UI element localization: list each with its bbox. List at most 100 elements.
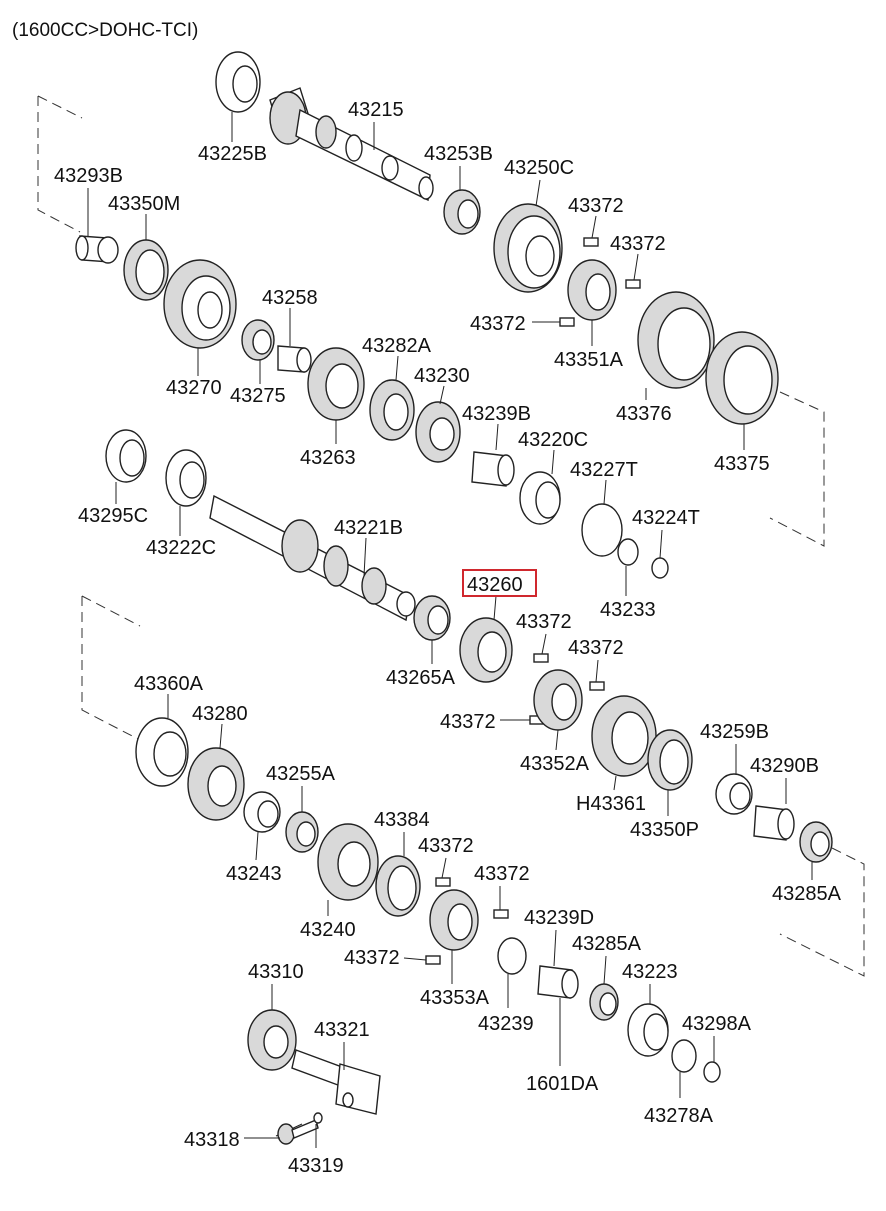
label-43372-h[interactable]: 43372 (474, 863, 530, 885)
snap-ring-43227T (581, 503, 623, 557)
label-43372-c[interactable]: 43372 (470, 313, 526, 335)
label-43384[interactable]: 43384 (374, 809, 430, 831)
gear-43250C (493, 203, 563, 293)
label-43352A[interactable]: 43352A (520, 753, 590, 775)
highlight-box-43260 (462, 569, 537, 597)
label-43278A[interactable]: 43278A (644, 1105, 714, 1127)
needle-bearing-43285A-a (799, 821, 833, 863)
label-43260[interactable]: 43260 (467, 574, 523, 596)
label-43224T[interactable]: 43224T (632, 507, 700, 529)
label-43372-i[interactable]: 43372 (344, 947, 400, 969)
label-43215[interactable]: 43215 (348, 99, 404, 121)
label-43290B[interactable]: 43290B (750, 755, 819, 777)
label-43259B[interactable]: 43259B (700, 721, 769, 743)
synchro-sleeve-H43361 (591, 695, 657, 777)
label-43372-b[interactable]: 43372 (610, 233, 666, 255)
label-43353A[interactable]: 43353A (420, 987, 490, 1009)
label-43295C[interactable]: 43295C (78, 505, 148, 527)
label-H43361[interactable]: H43361 (576, 793, 646, 815)
label-43239[interactable]: 43239 (478, 1013, 534, 1035)
synchro-hub-43351A (567, 259, 617, 321)
label-43350M[interactable]: 43350M (108, 193, 180, 215)
label-43282A[interactable]: 43282A (362, 335, 432, 357)
bearing-43295C (105, 429, 147, 483)
sleeve-43258 (277, 345, 312, 373)
label-43376[interactable]: 43376 (616, 403, 672, 425)
label-43285A-a[interactable]: 43285A (772, 883, 842, 905)
part-labels: 43225B 43215 43253B 43250C 43293B 43350M… (54, 99, 842, 1177)
label-43372-d[interactable]: 43372 (516, 611, 572, 633)
label-1601DA[interactable]: 1601DA (526, 1073, 599, 1095)
label-43350P[interactable]: 43350P (630, 819, 699, 841)
bearing-43223 (627, 1003, 669, 1057)
gear-43240 (317, 823, 379, 901)
label-43225B[interactable]: 43225B (198, 143, 267, 165)
input-shaft-43215 (269, 87, 434, 202)
gear-43280 (187, 747, 245, 821)
part-drawings (75, 51, 833, 1145)
label-43255A[interactable]: 43255A (266, 763, 336, 785)
sleeve-43239D (537, 965, 579, 999)
gear-43230 (415, 401, 461, 463)
label-43253B[interactable]: 43253B (424, 143, 493, 165)
bearing-43220C (519, 471, 561, 525)
label-43240[interactable]: 43240 (300, 919, 356, 941)
label-43263[interactable]: 43263 (300, 447, 356, 469)
sleeve-43259B (715, 773, 753, 815)
label-43280[interactable]: 43280 (192, 703, 248, 725)
label-43285A-b[interactable]: 43285A (572, 933, 642, 955)
bolt-43318 (275, 1119, 319, 1145)
label-43372-e[interactable]: 43372 (568, 637, 624, 659)
label-43233[interactable]: 43233 (600, 599, 656, 621)
dashed-guides (37, 95, 865, 977)
label-43239D[interactable]: 43239D (524, 907, 594, 929)
label-43372-g[interactable]: 43372 (418, 835, 474, 857)
gear-43375 (705, 331, 779, 425)
shaft-43321 (291, 1049, 381, 1115)
label-43293B[interactable]: 43293B (54, 165, 123, 187)
label-43319[interactable]: 43319 (288, 1155, 344, 1177)
synchro-ring-43350P (647, 729, 693, 791)
label-43227T[interactable]: 43227T (570, 459, 638, 481)
label-43321[interactable]: 43321 (314, 1019, 370, 1041)
gear-43310 (247, 1009, 297, 1071)
label-43223[interactable]: 43223 (622, 961, 678, 983)
leader-lines (87, 112, 813, 1148)
label-43258[interactable]: 43258 (262, 287, 318, 309)
bearing-43222C (165, 449, 207, 507)
label-43265A[interactable]: 43265A (386, 667, 456, 689)
sleeve-43290B (753, 805, 795, 841)
label-43222C[interactable]: 43222C (146, 537, 216, 559)
label-43230[interactable]: 43230 (414, 365, 470, 387)
label-43310[interactable]: 43310 (248, 961, 304, 983)
label-43239B[interactable]: 43239B (462, 403, 531, 425)
ring-43224T (651, 557, 669, 579)
needle-bearing-43265A (413, 595, 451, 641)
snap-ring-43278A (671, 1039, 697, 1073)
synchro-hub-43353A (429, 889, 479, 951)
label-43250C[interactable]: 43250C (504, 157, 574, 179)
label-43270[interactable]: 43270 (166, 377, 222, 399)
key-43372-c (559, 317, 575, 327)
label-43372-f[interactable]: 43372 (440, 711, 496, 733)
gear-43263 (307, 347, 365, 421)
needle-bearing-43253B (443, 189, 481, 235)
key-43372-d (533, 653, 549, 663)
key-43372-i (425, 955, 441, 965)
washer-43239 (497, 937, 527, 975)
label-43243[interactable]: 43243 (226, 863, 282, 885)
key-43372-g (435, 877, 451, 887)
synchro-hub-43352A (533, 669, 583, 731)
label-43351A[interactable]: 43351A (554, 349, 624, 371)
label-43298A[interactable]: 43298A (682, 1013, 752, 1035)
label-43318[interactable]: 43318 (184, 1129, 240, 1151)
key-43372-a (583, 237, 599, 247)
label-43360A[interactable]: 43360A (134, 673, 204, 695)
output-shaft-43221B (209, 494, 416, 622)
label-43221B[interactable]: 43221B (334, 517, 403, 539)
label-43220C[interactable]: 43220C (518, 429, 588, 451)
label-43372-a[interactable]: 43372 (568, 195, 624, 217)
label-43375[interactable]: 43375 (714, 453, 770, 475)
label-43275[interactable]: 43275 (230, 385, 286, 407)
